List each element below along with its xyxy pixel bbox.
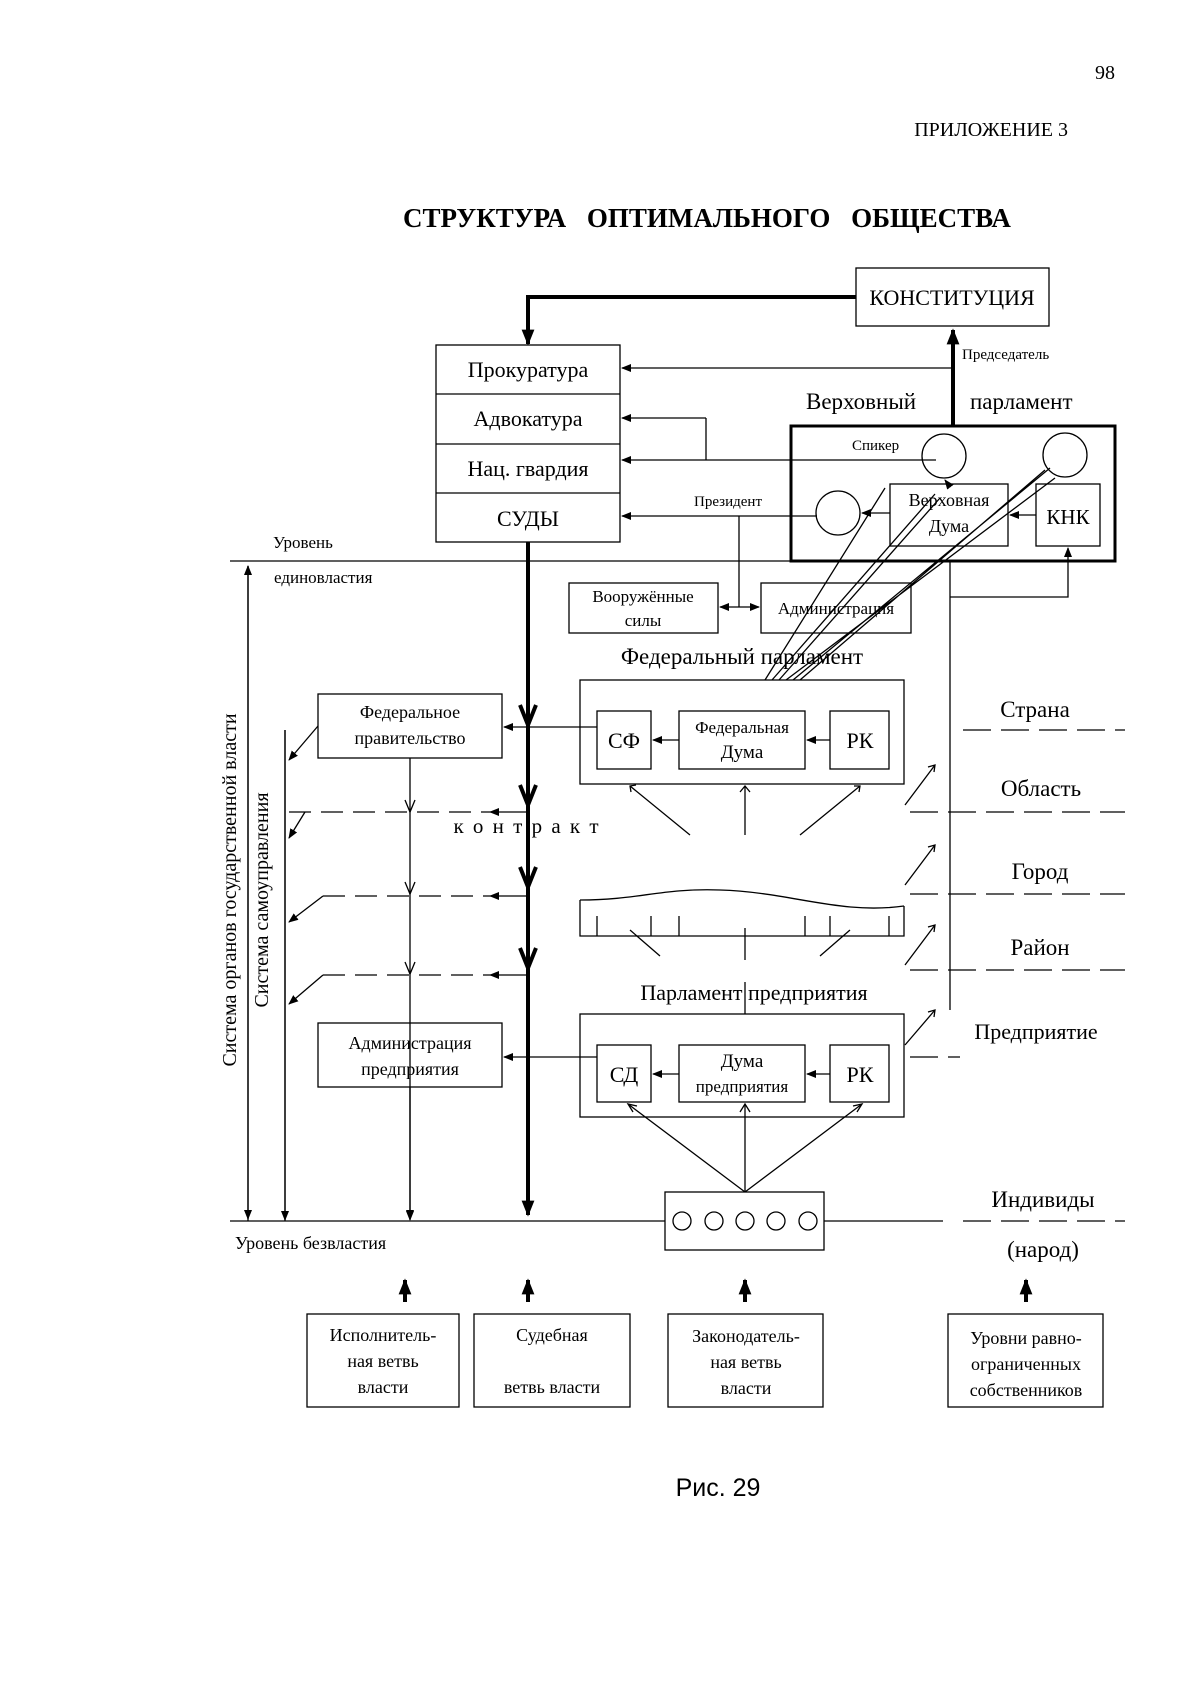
no-power-label: Уровень безвластия (235, 1233, 386, 1253)
individual-1 (673, 1212, 691, 1230)
fed-gov-label-1: Федеральное (360, 702, 460, 722)
knk-feed-arrow (950, 548, 1068, 597)
fed-duma-label-1: Федеральная (695, 718, 789, 737)
individual-2 (705, 1212, 723, 1230)
regional-parliament-partial (580, 900, 904, 936)
federal-election-arrows (630, 786, 860, 835)
owners-branch-line-3: собственников (970, 1380, 1083, 1400)
judicial-branch-line-1: Судебная (516, 1325, 588, 1345)
chairman-label: Председатель (962, 347, 1049, 363)
ent-admin-label-2: предприятия (361, 1059, 459, 1079)
legislative-branch-line-1: Законодатель- (692, 1326, 800, 1346)
level-up-arrows (905, 765, 935, 1045)
page-number: 98 (1095, 62, 1115, 84)
self-gov-label: Система самоуправления (251, 792, 273, 1007)
level-enterprise: Предприятие (974, 1019, 1097, 1044)
rk2-label: РК (847, 1062, 874, 1087)
knk-label: КНК (1046, 505, 1090, 529)
legislative-branch-line-2: ная ветвь (710, 1352, 781, 1372)
speaker-link (706, 418, 936, 460)
sf-label: СФ (608, 728, 640, 753)
individuals-box (665, 1192, 824, 1250)
gov-system-label: Система органов государственной власти (219, 713, 241, 1066)
rk-label: РК (847, 728, 874, 753)
oblast-left-arrow (289, 812, 305, 838)
fed-gov-to-self-gov-arrow (289, 726, 318, 760)
level-individuals: Индивиды (991, 1187, 1094, 1212)
president-circle (816, 491, 860, 535)
chairman-circle (1043, 433, 1087, 477)
legislative-branch-line-3: власти (721, 1378, 772, 1398)
federal-parliament-label: Федеральный парламент (621, 644, 863, 669)
executive-branch-line-2: ная ветвь (347, 1351, 418, 1371)
supreme-duma-label-2: Дума (929, 516, 969, 536)
justice-advocacy: Адвокатура (474, 406, 583, 431)
regional-election-arrows (630, 928, 850, 960)
executive-branch-line-1: Исполнитель- (330, 1325, 437, 1345)
speaker-circle (922, 434, 966, 478)
executive-branch-line-3: власти (358, 1377, 409, 1397)
level-country: Страна (1000, 697, 1070, 722)
diagram-title: СТРУКТУРА ОПТИМАЛЬНОГО ОБЩЕСТВА (403, 203, 1011, 233)
owners-branch-line-1: Уровни равно- (970, 1328, 1082, 1348)
ent-duma-label-1: Дума (721, 1051, 764, 1072)
enterprise-parliament-label: Парламент предприятия (640, 980, 867, 1005)
justice-prosecutor: Прокуратура (468, 357, 589, 382)
supreme-parliament-label-right: парламент (970, 389, 1073, 414)
city-left-arrow (289, 896, 323, 922)
level-up-arrowheads (928, 765, 935, 1017)
constitution-label: КОНСТИТУЦИЯ (869, 285, 1035, 310)
figure-caption: Рис. 29 (676, 1474, 761, 1502)
district-left-arrow (289, 975, 323, 1004)
unified-power-label-2: единовластия (274, 568, 373, 587)
armed-forces-label-1: Вооружённые (592, 587, 693, 606)
constitution-to-prosecutor-arrow (528, 297, 856, 344)
level-oblast: Область (1001, 776, 1081, 801)
level-city: Город (1012, 859, 1069, 884)
regional-cut-wave (580, 890, 904, 908)
justice-guard: Нац. гвардия (467, 456, 588, 481)
owners-branch-line-2: ограниченных (971, 1354, 1081, 1374)
fed-gov-label-2: правительство (354, 728, 465, 748)
administration-label: Администрация (778, 599, 894, 618)
unified-power-label-1: Уровень (273, 533, 333, 552)
appendix-label: ПРИЛОЖЕНИЕ 3 (914, 119, 1068, 141)
supreme-duma-label-1: Верховная (909, 490, 990, 510)
individual-5 (799, 1212, 817, 1230)
sd-label: СД (610, 1062, 639, 1087)
justice-courts: СУДЫ (497, 506, 559, 531)
supreme-parliament-label-left: Верховный (806, 389, 916, 414)
speaker-label: Спикер (852, 438, 899, 454)
ent-admin-label-1: Администрация (348, 1033, 471, 1053)
armed-forces-label-2: силы (625, 611, 662, 630)
ent-duma-label-2: предприятия (696, 1077, 789, 1096)
contract-label: к о н т р а к т (453, 814, 600, 838)
judicial-branch-line-2: ветвь власти (504, 1377, 601, 1397)
fed-duma-label-2: Дума (721, 742, 764, 763)
individual-3 (736, 1212, 754, 1230)
level-district: Район (1010, 935, 1069, 960)
president-label: Президент (694, 494, 762, 510)
level-people: (народ) (1007, 1237, 1079, 1262)
individual-4 (767, 1212, 785, 1230)
